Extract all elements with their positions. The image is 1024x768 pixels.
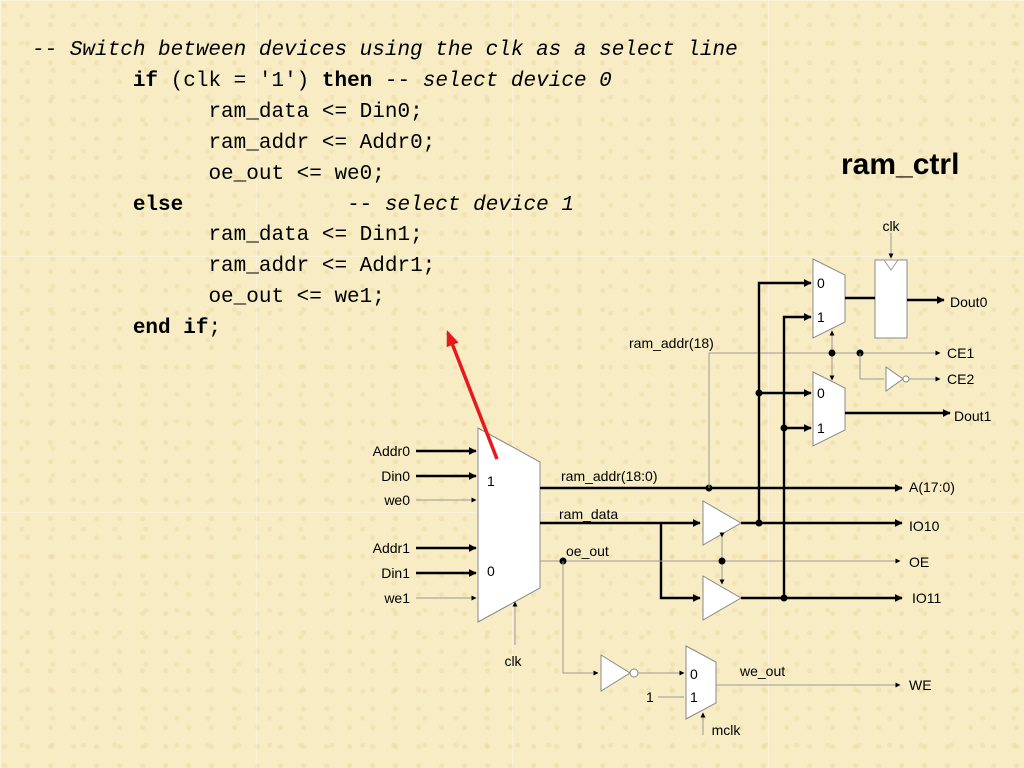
- label-a-17-0: A(17:0): [909, 479, 955, 495]
- code-end-if-keyword: end if: [132, 317, 209, 341]
- code-then-comment: select device 0: [422, 69, 612, 93]
- inverter-oe: [600, 654, 631, 692]
- main-mux: [477, 427, 541, 623]
- label-dout1: Dout1: [954, 408, 992, 424]
- label-oe: OE: [909, 554, 929, 570]
- label-main-mux-1: 1: [487, 473, 495, 489]
- label-we-out: we_out: [739, 663, 785, 679]
- code-then-dash: --: [372, 69, 423, 93]
- inverter-ce2-bubble: [902, 375, 910, 383]
- code-else-dash: --: [347, 193, 385, 217]
- label-mclk: mclk: [712, 722, 742, 738]
- label-dout0: Dout0: [950, 294, 988, 310]
- label-const-1: 1: [646, 689, 654, 705]
- label-clk-top: clk: [882, 218, 900, 234]
- label-main-mux-0: 0: [487, 563, 495, 579]
- code-then-keyword: then: [321, 69, 373, 93]
- code-stmt: ram_data <= Din0;: [208, 100, 423, 124]
- code-stmt: oe_out <= we0;: [208, 162, 385, 186]
- inverter-oe-bubble: [629, 668, 639, 678]
- label-io11: IO11: [912, 590, 942, 606]
- code-stmt: oe_out <= we1;: [208, 286, 385, 310]
- label-we-mux-1: 1: [690, 689, 698, 705]
- junction: [828, 349, 836, 357]
- label-oe-out: oe_out: [566, 543, 609, 559]
- vhdl-code: -- Switch between devices using the clk …: [32, 36, 738, 345]
- label-we0: we0: [383, 492, 410, 508]
- wire-ce-to-inverter: [859, 353, 884, 380]
- code-stmt: ram_data <= Din1;: [208, 224, 423, 248]
- label-io10: IO10: [909, 518, 940, 534]
- code-if-keyword: if: [132, 69, 159, 93]
- red-pointer-arrow: [446, 330, 499, 460]
- code-comment-line: -- Switch between devices using the clk …: [32, 39, 738, 62]
- label-ram-data: ram_data: [559, 506, 618, 522]
- label-we: WE: [909, 677, 932, 693]
- label-clk: clk: [504, 653, 522, 669]
- we-mux: [685, 645, 717, 720]
- mid-mux: [812, 371, 846, 447]
- code-stmt: ram_addr <= Addr1;: [208, 255, 436, 279]
- wire-io11-to-top-mux: [782, 313, 812, 598]
- code-else-comment: select device 1: [384, 193, 574, 217]
- code-else-keyword: else: [132, 193, 184, 217]
- label-ce2: CE2: [947, 371, 974, 387]
- label-top-mux-1: 1: [817, 309, 825, 325]
- label-addr0: Addr0: [373, 443, 411, 459]
- top-mux: [812, 258, 846, 339]
- code-stmt: ram_addr <= Addr0;: [208, 131, 436, 155]
- label-top-mux-0: 0: [817, 275, 825, 291]
- wire-io10-to-top-mux: [757, 279, 812, 523]
- label-we1: we1: [383, 590, 410, 606]
- wire-ram-data-branch: [659, 523, 701, 602]
- label-din0: Din0: [381, 468, 410, 484]
- code-end-semicolon: ;: [208, 317, 222, 341]
- label-we-mux-0: 0: [690, 666, 698, 682]
- junction: [718, 557, 726, 565]
- tristate-buffer-io11: [702, 575, 742, 621]
- label-mid-mux-1: 1: [817, 420, 825, 436]
- label-mid-mux-0: 0: [817, 385, 825, 401]
- label-din1: Din1: [381, 565, 410, 581]
- diagram-title: ram_ctrl: [841, 148, 960, 181]
- label-ram-addr-18: ram_addr(18): [629, 335, 714, 351]
- output-register: [874, 259, 908, 339]
- label-ram-addr-18-0: ram_addr(18:0): [561, 468, 658, 484]
- wire-oe-to-inverter: [562, 561, 599, 676]
- code-if-condition: (clk = '1'): [158, 69, 322, 93]
- clock-triangle-icon: [883, 259, 899, 271]
- wire-ram-addr-18: [708, 352, 860, 488]
- label-addr1: Addr1: [373, 540, 411, 556]
- inverter-ce2: [885, 366, 904, 392]
- label-ce1: CE1: [947, 345, 974, 361]
